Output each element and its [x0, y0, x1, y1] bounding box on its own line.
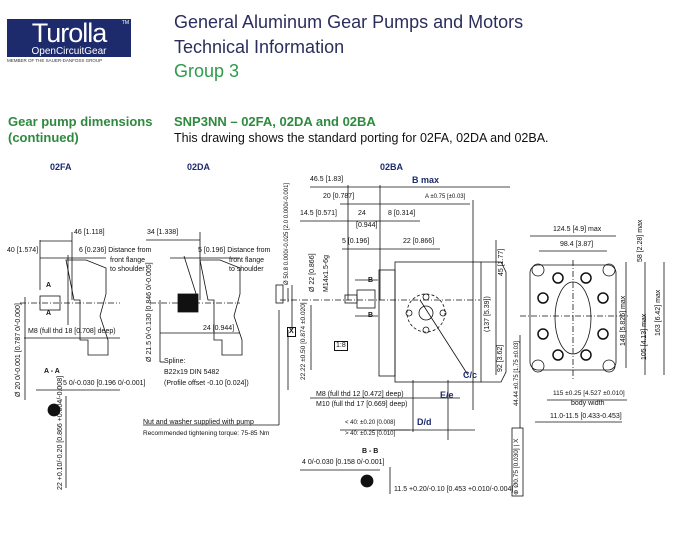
tolerance-above-40: > 40: ±0.25 [0.010] [345, 431, 396, 437]
spline-note: Spline: [164, 358, 186, 365]
dim-key-4: 4 0/-0.030 [0.158 0/-0.001] [302, 459, 385, 466]
section-b-b-label: B - B [362, 448, 379, 455]
section-mark-b: B [368, 312, 374, 319]
section-heading: Gear pump dimensions [8, 114, 153, 129]
section-subtitle: SNP3NN – 02FA, 02DA and 02BA [174, 114, 376, 129]
dim-6-distance: 6 [0.236] Distance from [79, 247, 152, 254]
turolla-logo: TM Turolla OpenCircuitGear [7, 19, 131, 57]
doc-group: Group 3 [174, 61, 240, 81]
body-width-label: body width [571, 400, 605, 407]
torque-note: Recommended tightening torque: 75-85 Nm [143, 430, 270, 437]
dim-163: 163 [6.42] max [655, 289, 662, 336]
dim-14-5: 14.5 [0.571] [300, 210, 337, 217]
pump-02ba-side-drawing [275, 185, 510, 494]
dim-24: 24 [358, 210, 366, 217]
port-c-label: C/c [463, 370, 478, 380]
shaft-02da-drawing [143, 232, 280, 426]
dim-diameter-22: Ø 22 [0.866] [309, 253, 316, 292]
dim-105: 105 [4.13] max [641, 313, 648, 360]
dim-22: 22 [0.866] [403, 238, 435, 245]
m10-thread-note: M10 (full thd 17 [0.669] deep) [316, 401, 408, 408]
spline-offset: (Profile offset -0.10 [0.024]) [164, 380, 249, 387]
m8-thread-note: M8 (full thd 12 [0.472] deep) [316, 391, 404, 398]
note-front-flange: front flange [229, 257, 265, 264]
note-front-flange: front flange [110, 257, 146, 264]
position-tolerance-frame: ⊕ Ø0.75 [0.030] | X [513, 438, 520, 495]
section-description: This drawing shows the standard porting … [174, 131, 549, 145]
note-to-shoulder: to shoulder [229, 266, 264, 273]
dim-a: A ±0.75 [±0.03] [425, 194, 466, 200]
dim-diameter-50-8: Ø 50.8 0.000/-0.025 [2.0 0.000/-0.001] [284, 182, 290, 285]
shaft-02fa-drawing [20, 232, 120, 488]
port-e-label: E/e [440, 390, 454, 400]
dim-46: 46 [1.118] [74, 229, 105, 236]
dim-b-max: B max [412, 175, 440, 185]
dim-22-22: 22.22 ±0.50 [0.874 ±0.020] [300, 302, 307, 380]
dim-46-5: 46.5 [1.83] [310, 176, 344, 183]
dim-40: 40 [1.574] [7, 247, 39, 254]
dim-24-inch: [0.944] [356, 222, 378, 229]
dim-diameter-20: Ø 20 0/-0.001 [0.787 0/-0.000] [15, 303, 22, 397]
dim-148: 148 [5.826] max [620, 295, 627, 346]
view-label-02da: 02DA [187, 162, 211, 172]
tolerance-below-40: < 40: ±0.20 [0.008] [345, 420, 396, 426]
logo-member-text: MEMBER OF THE SAUER-DANFOSS GROUP [7, 58, 103, 63]
dim-hole: 11.0-11.5 [0.433-0.453] [550, 413, 622, 420]
view-label-02fa: 02FA [50, 162, 72, 172]
dim-58: 58 [2.28] max [637, 219, 644, 262]
dim-124-5: 124.5 [4.9] max [553, 226, 602, 233]
nut-note: Nut and washer supplied with pump [143, 419, 254, 426]
datum-x: X [287, 327, 296, 337]
dim-45: 45 [1.77] [498, 248, 505, 276]
pump-end-view-drawing [511, 235, 665, 497]
section-a-a-label: A - A [44, 368, 60, 375]
section-heading-continued: (continued) [8, 130, 79, 145]
dim-137: (137 [5.39]) [484, 296, 491, 332]
section-mark-a: A [46, 282, 52, 289]
section-mark-b: B [368, 277, 374, 284]
dim-92: 92 [3.62] [497, 344, 504, 372]
dim-20: 20 [0.787] [323, 193, 355, 200]
logo-sub: OpenCircuitGear [31, 46, 107, 57]
dim-5-distance: 5 [0.196] Distance from [198, 247, 271, 254]
thread-note: M8 (full thd 18 [0.708] deep) [28, 328, 116, 335]
dim-34: 34 [1.338] [147, 229, 179, 236]
dim-m14-thread: M14x1.5-6g [323, 255, 330, 292]
dim-24: 24 [0.944] [203, 325, 235, 332]
dim-44-44: 44.44 ±0.75 [1.75 ±0.03] [514, 341, 520, 406]
dim-11-5: 11.5 +0.20/-0.10 [0.453 +0.010/-0.004] [394, 486, 514, 493]
dim-diameter-21-5: Ø 21.5 0/-0.130 [0.846 0/-0.005] [146, 262, 153, 362]
note-to-shoulder: to shoulder [110, 266, 145, 273]
dim-8: 8 [0.314] [388, 210, 416, 217]
doc-subtitle: Technical Information [174, 37, 345, 57]
view-label-02ba: 02BA [380, 162, 404, 172]
taper-ratio: 1:8 [334, 341, 348, 351]
dim-key-5: 5 0/-0.030 [0.196 0/-0.001] [63, 380, 146, 387]
dim-22: 22 +0.10/-0.20 [0.866 +0.004/-0.008] [57, 375, 64, 490]
doc-title: General Aluminum Gear Pumps and Motors [174, 12, 524, 32]
port-d-label: D/d [417, 417, 432, 427]
section-mark-a: A [46, 310, 52, 317]
trademark: TM [121, 20, 129, 26]
dim-98-4: 98.4 [3.87] [560, 241, 594, 248]
logo-brand: Turolla [31, 18, 108, 48]
dim-5: 5 [0.196] [342, 238, 370, 245]
spline-spec: B22x19 DIN 5482 [164, 369, 220, 376]
dim-body-width: 115 ±0.25 [4.527 ±0.010] [553, 390, 625, 397]
